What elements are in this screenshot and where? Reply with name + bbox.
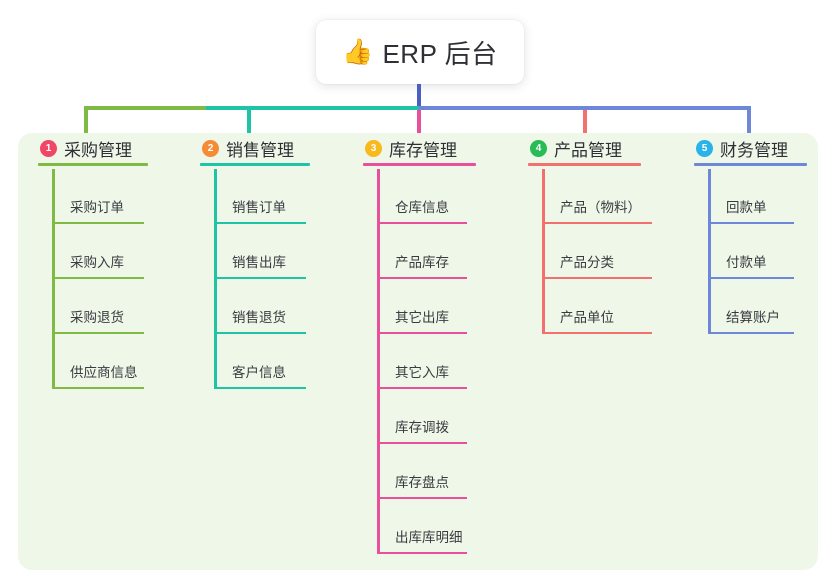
connector-stem-main [417, 84, 421, 108]
list-item-label: 产品单位 [560, 310, 614, 325]
column-2: 2 销售管理销售订单销售出库销售退货客户信息 [200, 133, 312, 389]
column-1: 1 采购管理采购订单采购入库采购退货供应商信息 [38, 133, 150, 389]
list-item-underline [542, 277, 652, 279]
column-5: 5 财务管理回款单付款单结算账户 [694, 133, 809, 334]
list-item-underline [377, 277, 467, 279]
list-item-label: 产品库存 [395, 255, 449, 270]
page-title: ERP 后台 [382, 38, 498, 69]
list-item-label: 销售退货 [232, 310, 286, 325]
column-4: 4 产品管理产品（物料） 产品分类产品单位 [528, 133, 652, 334]
list-item-label: 销售订单 [232, 200, 286, 215]
column-badge-1: 1 [40, 139, 57, 157]
list-item-label: 产品分类 [560, 255, 614, 270]
list-item-label: 出库库明细 [395, 530, 463, 545]
drop-column-4 [583, 110, 587, 140]
column-underline-1 [38, 163, 148, 166]
title-card: 👍 ERP 后台 [316, 20, 524, 84]
list-item-underline [52, 277, 144, 279]
column-badge-4: 4 [530, 139, 547, 157]
column-spine-1 [52, 169, 55, 389]
list-item-underline [708, 277, 794, 279]
column-spine-4 [542, 169, 545, 334]
column-title-2: 销售管理 [226, 140, 294, 160]
list-item-label: 产品（物料） [560, 200, 641, 215]
list-item-underline [377, 222, 467, 224]
list-item-underline [52, 222, 144, 224]
column-title-1: 采购管理 [64, 140, 132, 160]
list-item-underline [377, 442, 467, 444]
thumbs-up-icon: 👍 [342, 37, 374, 66]
diagram-panel: 1 采购管理采购订单采购入库采购退货供应商信息 2 销售管理销售订单销售出库销售退货客… [18, 133, 818, 570]
column-3: 3 库存管理仓库信息产品库存其它出库其它入库库存调拨库存盘点出库库明细 [363, 133, 478, 554]
list-item-underline [377, 387, 467, 389]
list-item-label: 采购订单 [70, 200, 124, 215]
bar-segment-green [84, 106, 206, 110]
list-item-underline [52, 332, 144, 334]
list-item-underline [377, 332, 467, 334]
list-item-label: 付款单 [726, 255, 767, 270]
column-title-3: 库存管理 [389, 140, 457, 160]
list-item-label: 仓库信息 [395, 200, 449, 215]
list-item-underline [52, 387, 144, 389]
list-item-underline [214, 387, 306, 389]
list-item-underline [708, 332, 794, 334]
list-item-label: 供应商信息 [70, 365, 138, 380]
column-header-5[interactable]: 5 财务管理 [694, 133, 809, 163]
list-item-label: 采购入库 [70, 255, 124, 270]
list-item-label: 其它入库 [395, 365, 449, 380]
list-item-underline [214, 222, 306, 224]
column-underline-4 [528, 163, 641, 166]
list-item-label: 采购退货 [70, 310, 124, 325]
list-item-underline [377, 552, 467, 554]
list-item-label: 库存调拨 [395, 420, 449, 435]
column-header-1[interactable]: 1 采购管理 [38, 133, 150, 163]
list-item-underline [708, 222, 794, 224]
list-item-label: 库存盘点 [395, 475, 449, 490]
list-item-underline [542, 222, 652, 224]
column-spine-2 [214, 169, 217, 389]
drop-column-3 [417, 110, 421, 140]
list-item-underline [214, 277, 306, 279]
column-header-4[interactable]: 4 产品管理 [528, 133, 643, 163]
drop-column-1 [84, 110, 88, 140]
list-item-label: 销售出库 [232, 255, 286, 270]
drop-column-2 [247, 110, 251, 140]
bar-segment-blue [419, 106, 751, 110]
column-underline-3 [363, 163, 476, 166]
drop-column-5 [747, 110, 751, 140]
list-item-underline [214, 332, 306, 334]
list-item-label: 客户信息 [232, 365, 286, 380]
column-header-3[interactable]: 3 库存管理 [363, 133, 478, 163]
column-underline-5 [694, 163, 807, 166]
bar-segment-teal [206, 106, 419, 110]
list-item-underline [542, 332, 652, 334]
column-badge-5: 5 [696, 139, 713, 157]
column-title-4: 产品管理 [554, 140, 622, 160]
column-spine-5 [708, 169, 711, 334]
column-header-2[interactable]: 2 销售管理 [200, 133, 312, 163]
list-item-label: 其它出库 [395, 310, 449, 325]
column-title-5: 财务管理 [720, 140, 788, 160]
column-underline-2 [200, 163, 310, 166]
list-item-label: 回款单 [726, 200, 767, 215]
list-item-label: 结算账户 [726, 310, 780, 325]
column-badge-2: 2 [202, 139, 219, 157]
column-spine-3 [377, 169, 380, 554]
column-badge-3: 3 [365, 139, 382, 157]
list-item-underline [377, 497, 467, 499]
